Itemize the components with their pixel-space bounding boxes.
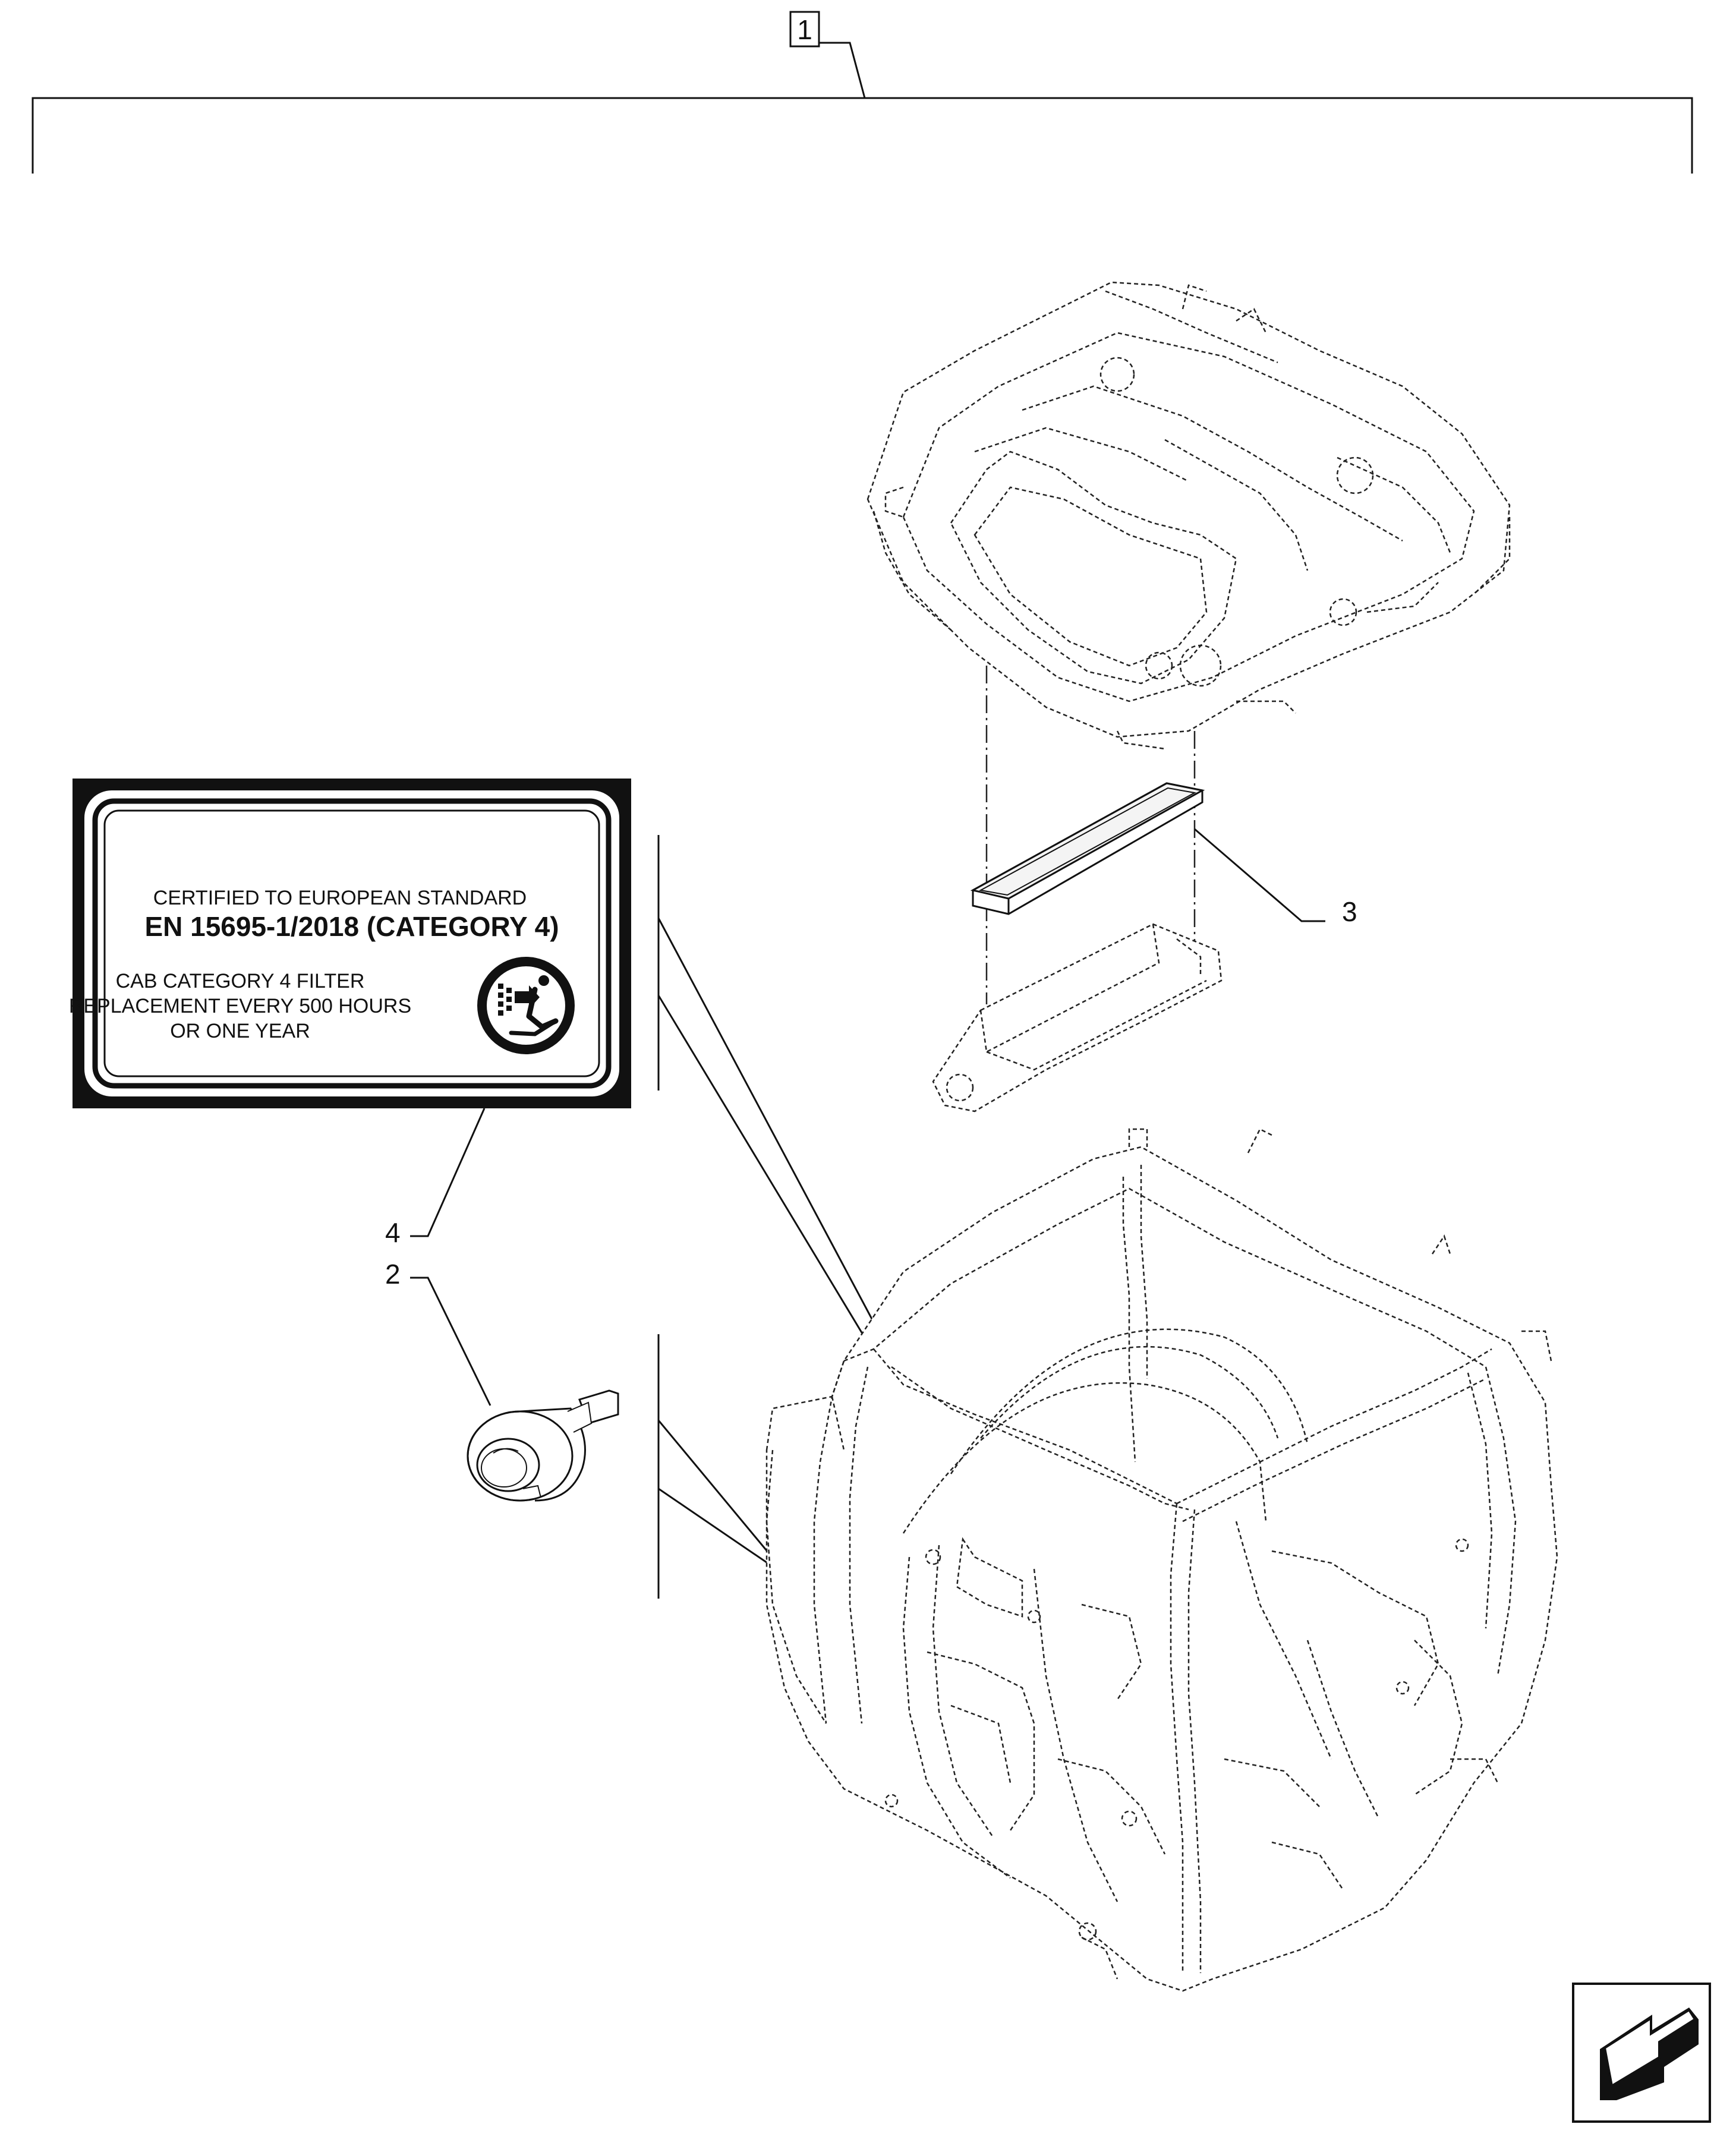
label-line-3: CAB CATEGORY 4 FILTER [116, 970, 365, 992]
view-direction-arrow-icon[interactable] [1572, 1983, 1711, 2123]
callout-3-number[interactable]: 3 [1342, 896, 1357, 927]
certification-label[interactable]: CERTIFIED TO EUROPEAN STANDARD EN 15695-… [69, 779, 631, 1248]
label-line-1: CERTIFIED TO EUROPEAN STANDARD [153, 887, 527, 909]
restriction-indicator: 2 [385, 1259, 619, 1502]
label-inner-border [92, 798, 612, 1089]
assembly-lines [985, 666, 1196, 1004]
cab-air-filter-icon [477, 957, 575, 1054]
cab-roof [867, 281, 1511, 750]
callout-1-number: 1 [797, 14, 812, 45]
filter-housing [932, 923, 1223, 1113]
assembly-bracket: 1 [31, 11, 1693, 174]
cab-frame [765, 1128, 1558, 1992]
label-line-2: EN 15695-1/2018 (CATEGORY 4) [144, 911, 559, 942]
cab-filter: 3 [970, 782, 1357, 927]
label-line-5: OR ONE YEAR [170, 1020, 310, 1042]
label-inner-line [103, 809, 600, 1077]
label-line-4: REPLACEMENT EVERY 500 HOURS [69, 995, 411, 1017]
callout-2-number[interactable]: 2 [385, 1259, 401, 1290]
callout-1-box[interactable] [789, 11, 820, 48]
callout-4-number[interactable]: 4 [385, 1217, 401, 1248]
